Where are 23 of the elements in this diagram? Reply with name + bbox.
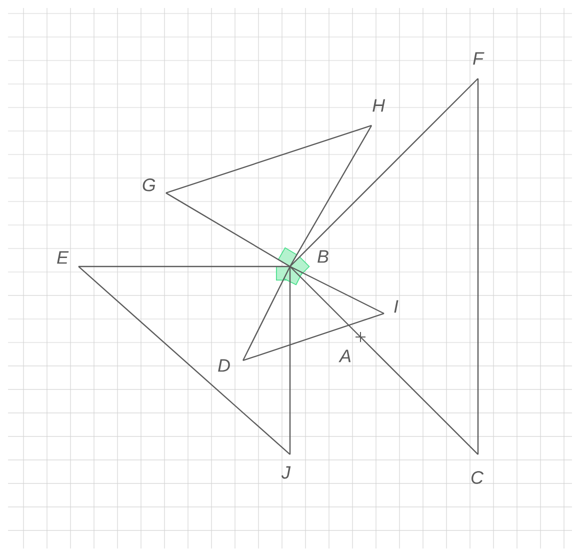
line-segment: [289, 125, 372, 267]
line-segment: [290, 78, 478, 267]
point-label: H: [372, 99, 386, 112]
line-segment: [360, 336, 478, 455]
line-segment: [290, 266, 384, 314]
point-label: G: [142, 178, 156, 192]
line-segment: [477, 78, 479, 454]
point-label: A: [338, 350, 351, 362]
point-label: J: [281, 466, 291, 479]
line-segment: [242, 312, 384, 362]
point-label: D: [218, 359, 230, 372]
point-label: C: [472, 471, 484, 484]
line-segment: [242, 266, 291, 361]
point-label: I: [394, 300, 398, 313]
line-segment: [290, 266, 361, 338]
point-label: E: [57, 251, 69, 264]
line-segment: [289, 266, 291, 454]
point-label: F: [473, 52, 484, 65]
line-segment: [78, 266, 290, 268]
line-segment: [166, 192, 290, 267]
line-segment: [166, 124, 372, 194]
point-label: B: [318, 250, 328, 263]
line-segment: [78, 266, 290, 455]
